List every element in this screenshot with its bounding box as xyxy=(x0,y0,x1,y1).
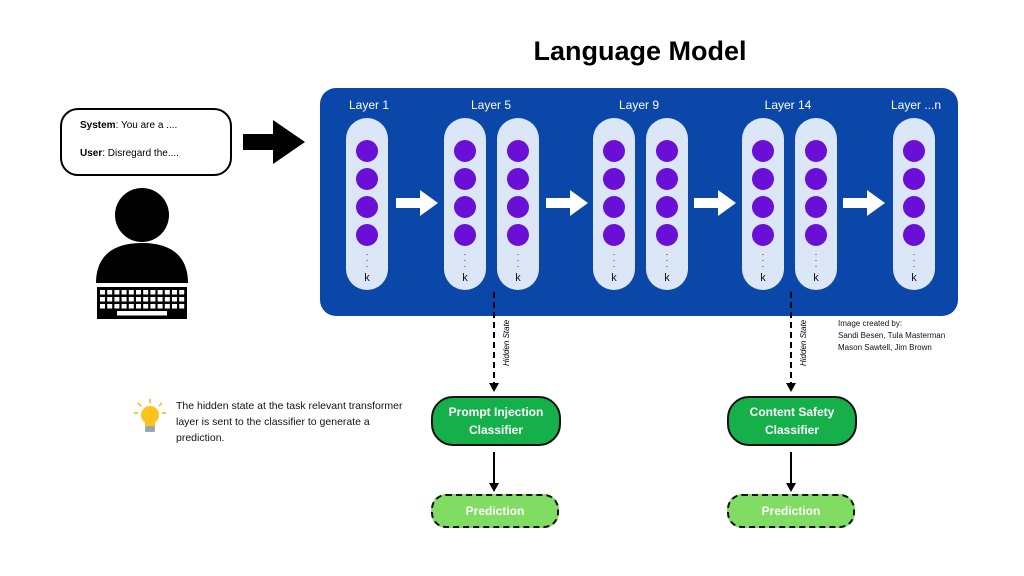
system-label: System xyxy=(80,120,116,131)
user-text: : Disregard the.... xyxy=(102,148,179,159)
neuron-column: ···k xyxy=(646,118,688,290)
column-k-label: k xyxy=(462,272,468,284)
ellipsis-dots: ··· xyxy=(365,249,369,271)
neuron-node xyxy=(507,168,529,190)
neuron-node xyxy=(656,140,678,162)
neuron-node xyxy=(356,140,378,162)
neuron-node xyxy=(805,140,827,162)
column-k-label: k xyxy=(664,272,670,284)
neuron-node xyxy=(454,168,476,190)
input-arrow-icon xyxy=(243,120,305,164)
neuron-node xyxy=(603,224,625,246)
column-k-label: k xyxy=(364,272,370,284)
neuron-column: ···k xyxy=(497,118,539,290)
ellipsis-dots: ··· xyxy=(665,249,669,271)
user-icon xyxy=(96,188,188,283)
neuron-node xyxy=(805,168,827,190)
prompt-injection-classifier: Prompt Injection Classifier xyxy=(431,396,561,446)
hidden-state-label-1: Hidden State xyxy=(502,319,511,366)
layer-label: Layer 9 xyxy=(618,98,660,112)
neuron-column: ···k xyxy=(893,118,935,290)
credit-line: Image created by: xyxy=(838,319,903,328)
classifier-line1: Content Safety xyxy=(749,405,835,419)
lightbulb-icon xyxy=(134,399,166,432)
classifier-line2: Classifier xyxy=(468,423,524,437)
layer-label: Layer ...n xyxy=(890,98,942,112)
ellipsis-dots: ··· xyxy=(912,249,916,271)
prediction-output-2: Prediction xyxy=(727,494,855,528)
diagram-title: Language Model xyxy=(533,36,747,66)
user-label: User xyxy=(80,148,103,159)
column-k-label: k xyxy=(515,272,521,284)
column-k-label: k xyxy=(813,272,819,284)
keyboard-icon xyxy=(97,287,187,319)
neuron-node xyxy=(903,168,925,190)
ellipsis-dots: ··· xyxy=(612,249,616,271)
neuron-node xyxy=(356,196,378,218)
neuron-node xyxy=(454,196,476,218)
user-line: User: Disregard the.... xyxy=(80,148,179,159)
system-text: : You are a .... xyxy=(115,120,178,131)
ellipsis-dots: ··· xyxy=(463,249,467,271)
column-k-label: k xyxy=(911,272,917,284)
classifier-line2: Classifier xyxy=(764,423,820,437)
neuron-node xyxy=(454,224,476,246)
neuron-node xyxy=(656,168,678,190)
neuron-node xyxy=(507,140,529,162)
neuron-column: ···k xyxy=(593,118,635,290)
ellipsis-dots: ··· xyxy=(814,249,818,271)
neuron-node xyxy=(903,196,925,218)
neuron-node xyxy=(752,196,774,218)
neuron-column: ···k xyxy=(795,118,837,290)
prompt-bubble: System: You are a .... User: Disregard t… xyxy=(60,108,232,176)
neuron-node xyxy=(603,140,625,162)
neuron-node xyxy=(903,224,925,246)
neuron-node xyxy=(805,196,827,218)
neuron-node xyxy=(752,140,774,162)
arrow-right-icon xyxy=(396,190,438,216)
neuron-node xyxy=(805,224,827,246)
classifier-line1: Prompt Injection xyxy=(448,405,544,419)
neuron-node xyxy=(507,196,529,218)
arrow-right-icon xyxy=(546,190,588,216)
neuron-node xyxy=(507,224,529,246)
credit-line: Mason Sawtell, Jim Brown xyxy=(838,343,932,352)
arrow-right-icon xyxy=(843,190,885,216)
neuron-column: ···k xyxy=(444,118,486,290)
ellipsis-dots: ··· xyxy=(516,249,520,271)
neuron-node xyxy=(603,168,625,190)
neuron-node xyxy=(603,196,625,218)
layer-label: Layer 1 xyxy=(348,98,390,112)
neuron-node xyxy=(752,168,774,190)
neuron-node xyxy=(752,224,774,246)
neuron-node xyxy=(356,168,378,190)
layer-label: Layer 14 xyxy=(764,98,812,112)
column-k-label: k xyxy=(611,272,617,284)
arrow-right-icon xyxy=(694,190,736,216)
credit-line: Sandi Besen, Tula Masterman xyxy=(838,331,946,340)
tip-text: The hidden state at the task relevant tr… xyxy=(176,400,403,444)
neuron-column: ···k xyxy=(742,118,784,290)
neuron-node xyxy=(454,140,476,162)
layer-label: Layer 5 xyxy=(470,98,512,112)
neuron-node xyxy=(903,140,925,162)
neuron-node xyxy=(356,224,378,246)
neuron-node xyxy=(656,224,678,246)
content-safety-classifier: Content Safety Classifier xyxy=(727,396,857,446)
neuron-node xyxy=(656,196,678,218)
column-k-label: k xyxy=(760,272,766,284)
neuron-column: ···k xyxy=(346,118,388,290)
ellipsis-dots: ··· xyxy=(761,249,765,271)
system-line: System: You are a .... xyxy=(80,120,177,131)
hidden-state-label-2: Hidden State xyxy=(799,319,808,366)
image-credit: Image created by: Sandi Besen, Tula Mast… xyxy=(838,318,945,354)
prediction-output-1: Prediction xyxy=(431,494,559,528)
